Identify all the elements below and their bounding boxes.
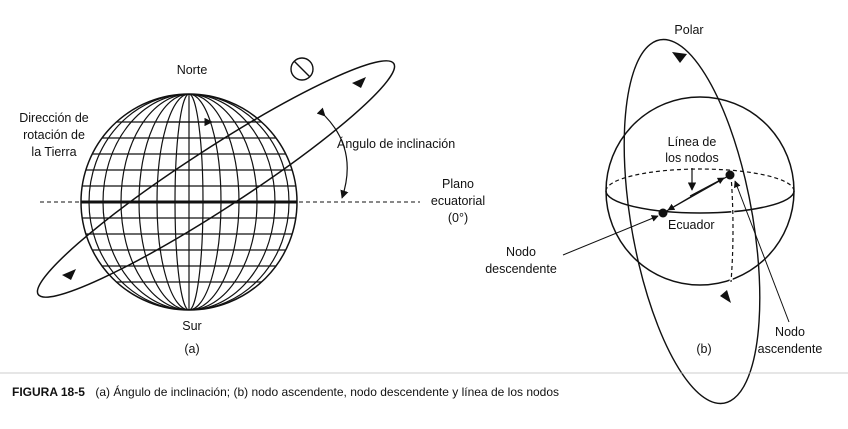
- figure-caption-text: (a) Ángulo de inclinación; (b) nodo asce…: [95, 384, 559, 399]
- line-of-nodes-label-1: Línea de: [668, 135, 717, 149]
- descending-node-label-1: Nodo: [506, 245, 536, 259]
- satellite-icon: [290, 57, 314, 81]
- inclination-angle-arc: [316, 107, 349, 199]
- ascending-node-label-1: Nodo: [775, 325, 805, 339]
- rotation-direction-label-2: rotación de: [23, 128, 85, 142]
- panel-a: Norte Sur Dirección de rotación de la Ti…: [19, 57, 485, 356]
- panel-b: Polar Línea de los nodos Ecuador Nodo de…: [485, 23, 823, 405]
- polar-orbit: [623, 38, 761, 405]
- panel-b-tag: (b): [696, 342, 711, 356]
- north-label: Norte: [177, 63, 208, 77]
- rotation-direction-label-3: la Tierra: [31, 145, 76, 159]
- equatorial-plane-label-3: (0°): [448, 211, 468, 225]
- ascending-node-label-2: ascendente: [758, 342, 823, 356]
- south-label: Sur: [182, 319, 201, 333]
- ascending-node-point: [725, 170, 735, 180]
- equatorial-plane-label-1: Plano: [442, 177, 474, 191]
- descending-node-label-2: descendente: [485, 262, 557, 276]
- descending-node-point: [658, 208, 668, 218]
- equator-ellipse: [605, 190, 795, 214]
- ascending-node-leader: [733, 180, 790, 323]
- descending-node-leader: [562, 215, 659, 256]
- equator-label: Ecuador: [668, 218, 715, 232]
- polar-label: Polar: [674, 23, 703, 37]
- rotation-direction-label-1: Dirección de: [19, 111, 89, 125]
- inclination-angle-label: Ángulo de inclinación: [337, 136, 455, 151]
- line-of-nodes-label-2: los nodos: [665, 151, 719, 165]
- equatorial-plane-label-2: ecuatorial: [431, 194, 485, 208]
- figure-caption-label: FIGURA 18-5: [12, 385, 85, 399]
- panel-a-tag: (a): [184, 342, 199, 356]
- inclined-orbit: [36, 57, 396, 298]
- figure-caption: FIGURA 18-5 (a) Ángulo de inclinación; (…: [12, 383, 559, 400]
